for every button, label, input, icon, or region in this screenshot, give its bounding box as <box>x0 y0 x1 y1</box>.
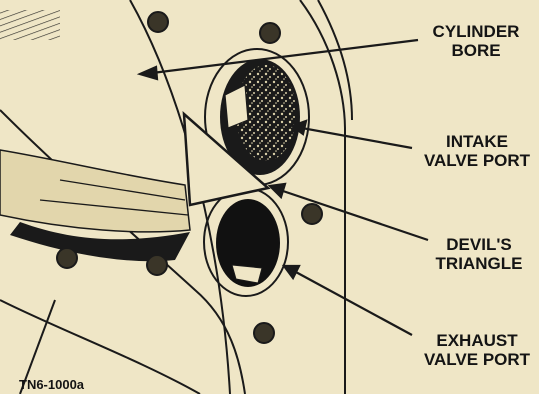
label-line: VALVE PORT <box>416 151 538 170</box>
leader-exhaust-valve-port <box>294 271 412 335</box>
leader-cylinder-bore <box>152 40 418 73</box>
arrowhead <box>270 184 285 197</box>
label-line: VALVE PORT <box>416 350 538 369</box>
figure-code: TN6-1000a <box>19 377 84 392</box>
bolt-hole <box>57 248 77 268</box>
bolt-hole <box>147 255 167 275</box>
label-line: BORE <box>420 41 532 60</box>
label-exhaust-valve-port: EXHAUST VALVE PORT <box>416 331 538 369</box>
label-line: CYLINDER <box>420 22 532 41</box>
label-intake-valve-port: INTAKE VALVE PORT <box>416 132 538 170</box>
arrowhead <box>284 266 299 278</box>
bolt-hole <box>254 323 274 343</box>
bolt-hole <box>260 23 280 43</box>
label-line: DEVIL'S <box>430 235 528 254</box>
bolt-hole <box>148 12 168 32</box>
label-cylinder-bore: CYLINDER BORE <box>420 22 532 60</box>
label-line: TRIANGLE <box>430 254 528 273</box>
bolt-hole <box>302 204 322 224</box>
label-line: INTAKE <box>416 132 538 151</box>
leader-intake-valve-port <box>302 128 412 148</box>
label-line: EXHAUST <box>416 331 538 350</box>
arrowhead <box>140 67 157 79</box>
label-devils-triangle: DEVIL'S TRIANGLE <box>430 235 528 273</box>
exhaust-valve-port <box>204 188 288 296</box>
cylinder-bore <box>0 10 190 261</box>
